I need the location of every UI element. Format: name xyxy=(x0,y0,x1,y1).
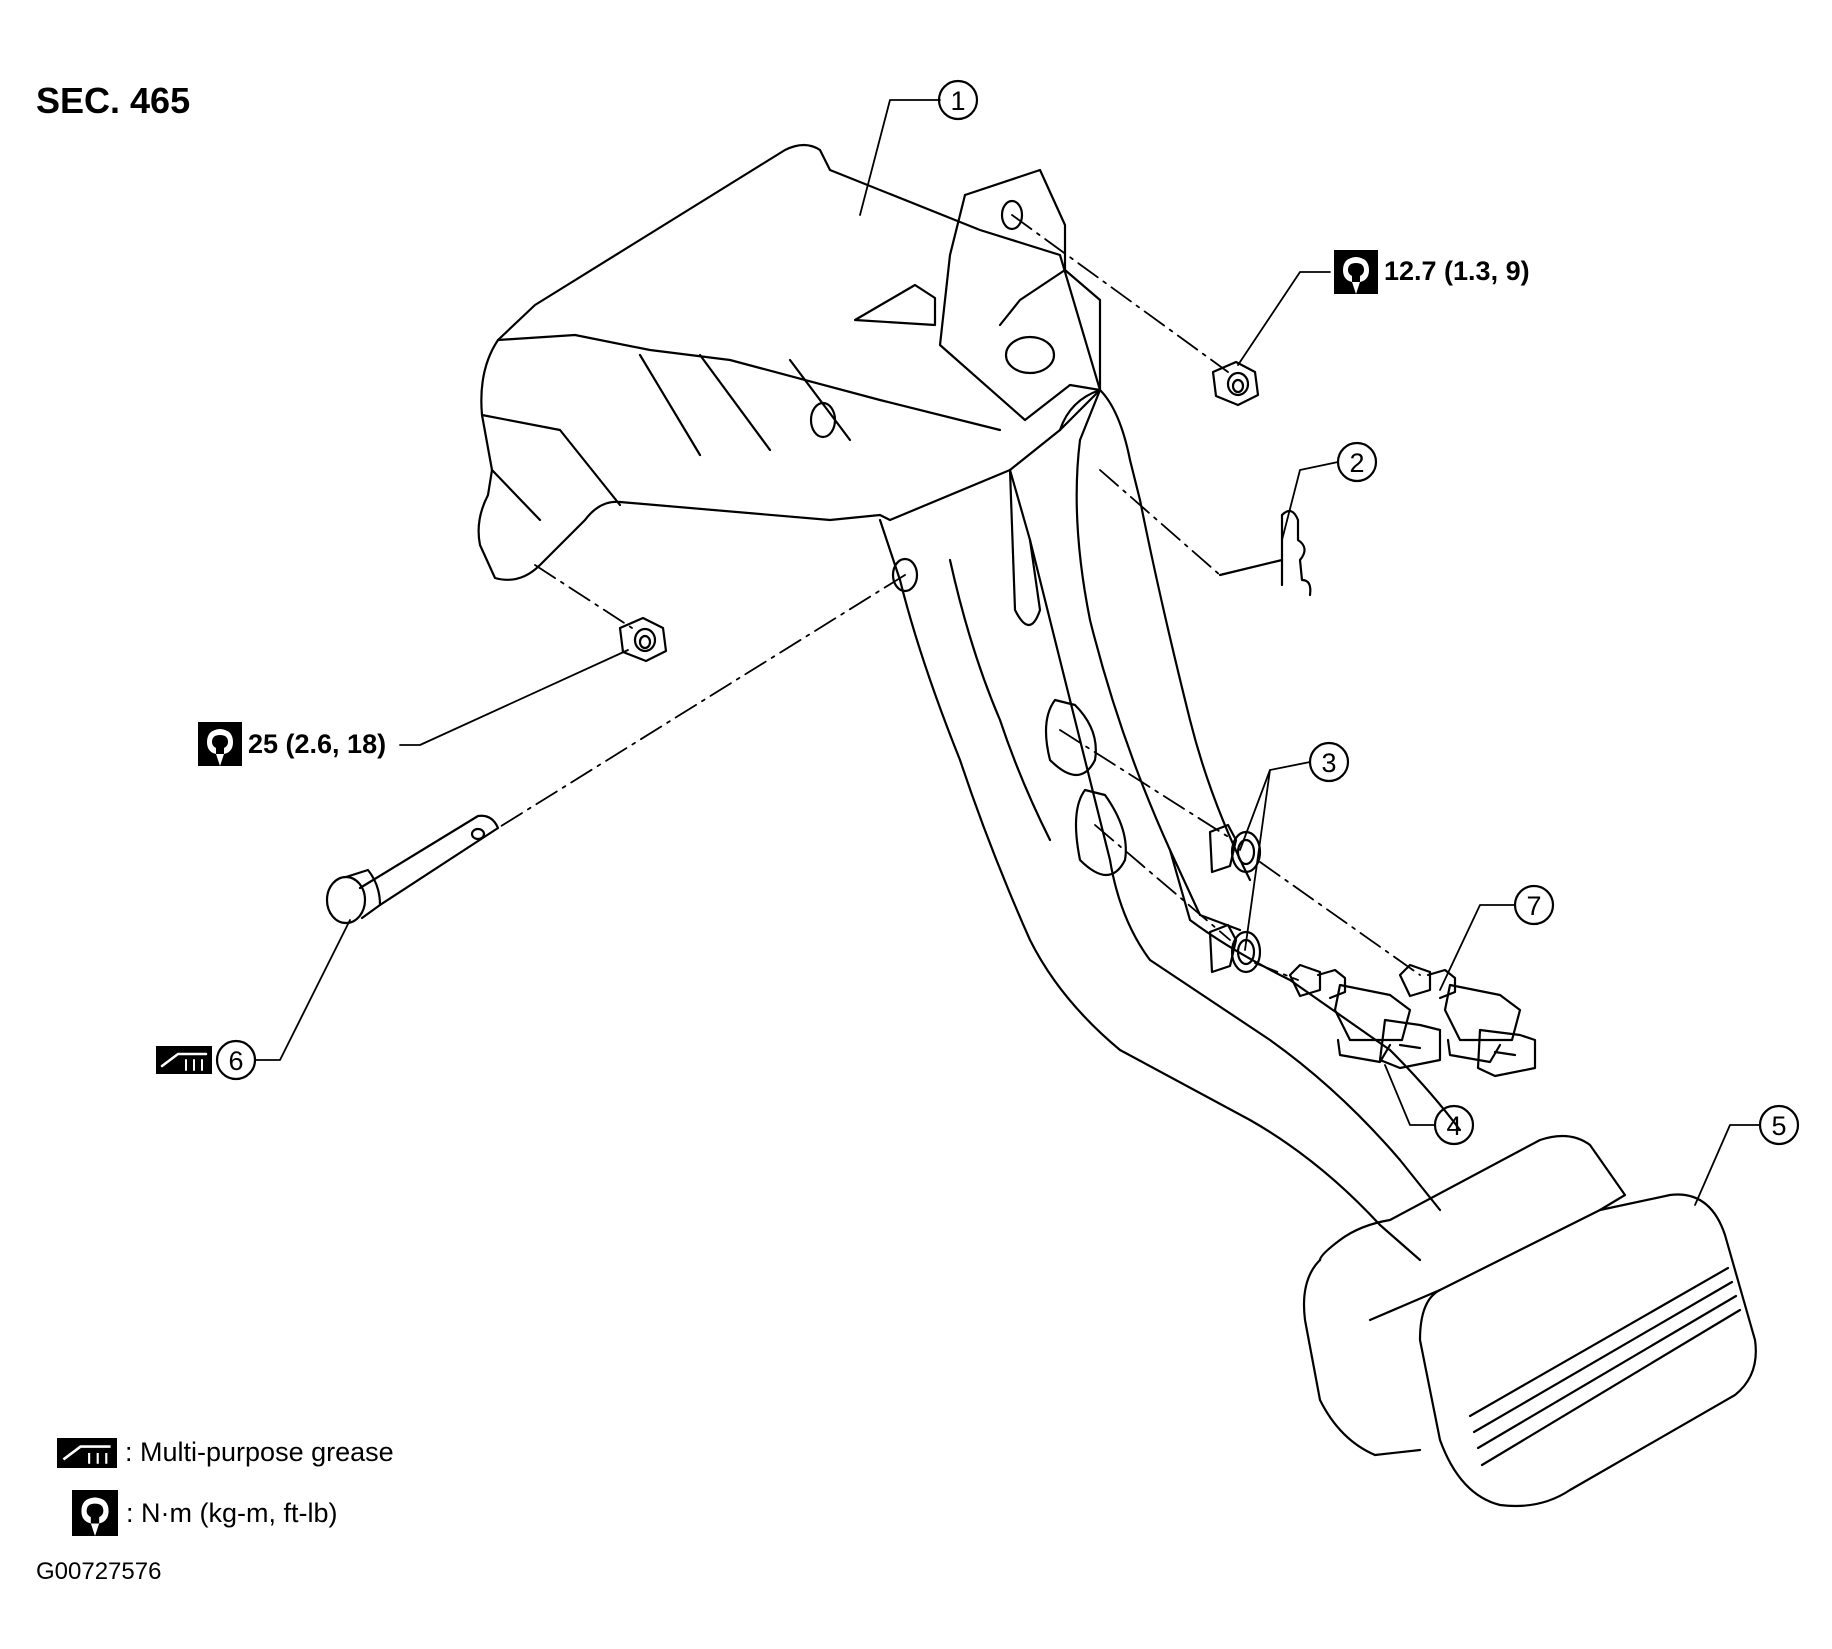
torque-wrench-icon xyxy=(1334,250,1378,294)
legend-grease: : Multi-purpose grease xyxy=(57,1437,394,1468)
torque-wrench-icon xyxy=(198,722,242,766)
pedal-pad xyxy=(1302,1134,1757,1508)
bracket-nut xyxy=(1211,360,1260,407)
booster-bracket-reference xyxy=(1218,509,1312,597)
grease-icon xyxy=(156,1046,212,1074)
callout-5: 5 xyxy=(1758,1104,1800,1146)
svg-text:5: 5 xyxy=(1771,1111,1786,1141)
section-title: SEC. 465 xyxy=(36,80,191,121)
pivot-nut xyxy=(618,616,668,663)
callout-1: 1 xyxy=(937,79,979,121)
callout-4: 4 xyxy=(1433,1104,1475,1146)
legend-torque-label: : N·m (kg-m, ft-lb) xyxy=(126,1497,338,1528)
svg-text:6: 6 xyxy=(228,1046,243,1076)
stopper-clip-lower xyxy=(1208,923,1262,974)
torque-wrench-icon xyxy=(72,1490,118,1536)
legend-torque: : N·m (kg-m, ft-lb) xyxy=(72,1490,338,1536)
svg-text:2: 2 xyxy=(1349,448,1364,478)
legend-torque-text: N·m (kg-m, ft-lb) xyxy=(141,1497,338,1528)
ascd-switch xyxy=(1398,963,1537,1078)
stopper-clip-upper xyxy=(1208,823,1262,874)
pedal-arm xyxy=(878,388,1462,1262)
svg-text:4: 4 xyxy=(1446,1111,1461,1141)
legend-grease-text: Multi-purpose grease xyxy=(140,1437,394,1467)
grease-icon xyxy=(57,1437,117,1468)
svg-text:3: 3 xyxy=(1321,748,1336,778)
clevis-pin xyxy=(325,814,500,925)
callout-3: 3 xyxy=(1308,741,1350,783)
legend-grease-label: : Multi-purpose grease xyxy=(125,1437,394,1467)
leader-lines xyxy=(254,99,1761,1206)
callout-7: 7 xyxy=(1513,884,1555,926)
pedal-bracket xyxy=(477,143,1142,581)
svg-text:1: 1 xyxy=(950,86,965,116)
assembly-lines xyxy=(497,214,1421,981)
torque-spec-pivot-nut: 25 (2.6, 18) xyxy=(248,729,387,759)
callout-6: 6 xyxy=(215,1039,257,1081)
svg-text:7: 7 xyxy=(1526,891,1541,921)
stop-lamp-switch xyxy=(1288,963,1442,1070)
callout-2: 2 xyxy=(1336,441,1378,483)
torque-spec-bracket-nut: 12.7 (1.3, 9) xyxy=(1384,256,1530,286)
figure-id: G00727576 xyxy=(36,1558,162,1585)
